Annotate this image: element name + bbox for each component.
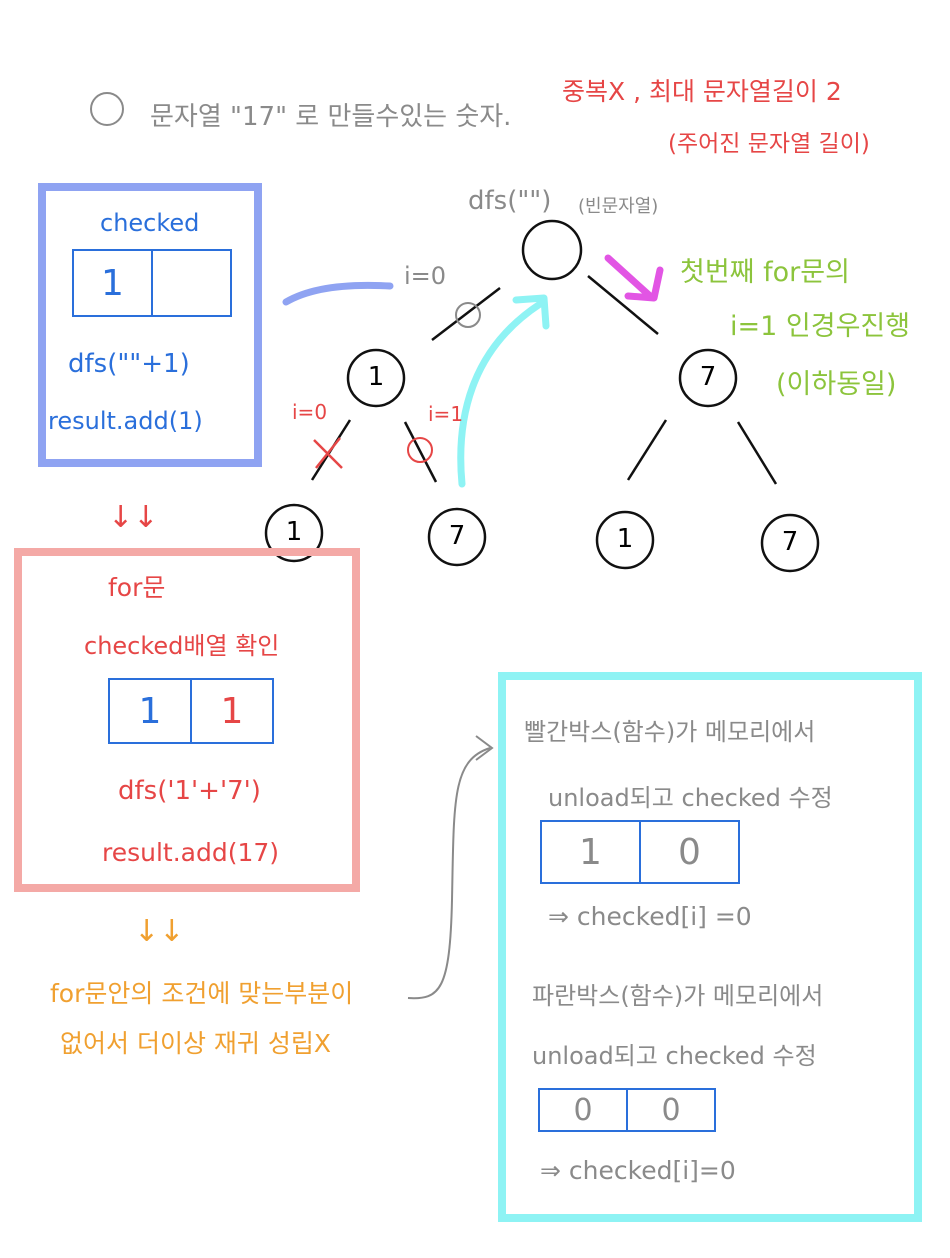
array-cell: 0 xyxy=(678,831,701,873)
edge-label-left-right: i=1 xyxy=(428,402,464,426)
red-box-line-2: checked배열 확인 xyxy=(84,632,280,660)
green-note-line-2: i=1 인경우진행 xyxy=(730,311,911,342)
node-l2-3 xyxy=(595,510,655,570)
edge-label-root-left: i=0 xyxy=(404,262,447,290)
blue-box-title: checked xyxy=(100,209,200,237)
node-l1-left xyxy=(346,348,406,408)
node-l2-1 xyxy=(264,503,324,563)
magenta-arrow xyxy=(604,254,654,300)
array-cell: 1 xyxy=(542,822,641,882)
array-cell: 1 xyxy=(220,690,244,732)
edge-root-left xyxy=(431,287,501,341)
question-icon xyxy=(90,92,124,126)
red-box-checked-array: 1 1 xyxy=(108,678,274,744)
edge-l-right xyxy=(403,421,438,483)
node-l2-4 xyxy=(760,513,820,573)
red-o-mark xyxy=(407,437,433,463)
node-label-l2-3: 1 xyxy=(616,524,634,554)
gray-o-mark xyxy=(455,302,481,328)
node-label-l2-4: 7 xyxy=(781,527,799,557)
cyan-arrow xyxy=(457,300,544,488)
condition-line-1: 중복X , 최대 문자열길이 2 xyxy=(562,77,842,106)
cyan-array-1: 1 0 xyxy=(540,820,740,884)
edge-root-right xyxy=(587,275,659,335)
gray-arrow xyxy=(407,747,491,1000)
edge-r-right xyxy=(736,421,778,485)
edge-r-left xyxy=(626,419,668,481)
node-l1-right xyxy=(678,348,738,408)
cyan-para2-line2: unload되고 checked 수정 xyxy=(532,1042,817,1070)
node-l2-2 xyxy=(427,507,487,567)
down-arrow-1: ↓↓ xyxy=(108,500,159,535)
cyan-para2-line1: 파란박스(함수)가 메모리에서 xyxy=(532,982,824,1010)
node-root xyxy=(521,219,583,281)
node-label-l2-1: 1 xyxy=(285,517,303,547)
blue-box: checked 1 dfs(""+1) result.add(1) xyxy=(38,183,262,467)
green-note-line-3: (이하동일) xyxy=(776,369,897,400)
orange-note-line-2: 없어서 더이상 재귀 성립X xyxy=(60,1029,331,1058)
array-cell: 1 xyxy=(110,680,192,742)
orange-note-line-1: for문안의 조건에 맞는부분이 xyxy=(50,979,354,1008)
array-cell: 0 xyxy=(661,1092,681,1128)
cyan-result-1: ⇒ checked[i] =0 xyxy=(548,902,752,931)
cyan-para1-line2: unload되고 checked 수정 xyxy=(548,784,833,812)
red-box-call: dfs('1'+'7') xyxy=(118,776,261,806)
down-arrow-2: ↓↓ xyxy=(134,914,185,949)
condition-line-2: (주어진 문자열 길이) xyxy=(668,131,870,157)
blue-connector xyxy=(282,281,394,306)
cyan-para1-line1: 빨간박스(함수)가 메모리에서 xyxy=(524,718,816,746)
red-box: for문 checked배열 확인 1 1 dfs('1'+'7') resul… xyxy=(14,548,360,892)
node-label-l2-2: 7 xyxy=(448,521,466,551)
node-label-l1-left: 1 xyxy=(367,362,385,392)
root-label: dfs("") xyxy=(468,186,552,216)
blue-box-checked-array: 1 xyxy=(72,249,232,317)
node-label-l1-right: 7 xyxy=(699,362,717,392)
blue-box-result: result.add(1) xyxy=(48,407,203,435)
question-text: 문자열 "17" 로 만들수있는 숫자. xyxy=(150,102,512,132)
blue-box-call: dfs(""+1) xyxy=(68,349,190,379)
root-note: (빈문자열) xyxy=(578,196,659,217)
red-box-result: result.add(17) xyxy=(102,838,280,867)
edge-label-left-left: i=0 xyxy=(292,400,328,424)
cyan-box: 빨간박스(함수)가 메모리에서 unload되고 checked 수정 1 0 … xyxy=(498,672,922,1222)
array-cell: 0 xyxy=(540,1090,628,1130)
green-note-line-1: 첫번째 for문의 xyxy=(680,257,850,288)
cyan-result-2: ⇒ checked[i]=0 xyxy=(540,1156,736,1185)
array-cell xyxy=(153,251,230,315)
red-box-line-1: for문 xyxy=(108,573,166,602)
cyan-array-2: 0 0 xyxy=(538,1088,716,1132)
array-cell: 1 xyxy=(74,251,153,315)
